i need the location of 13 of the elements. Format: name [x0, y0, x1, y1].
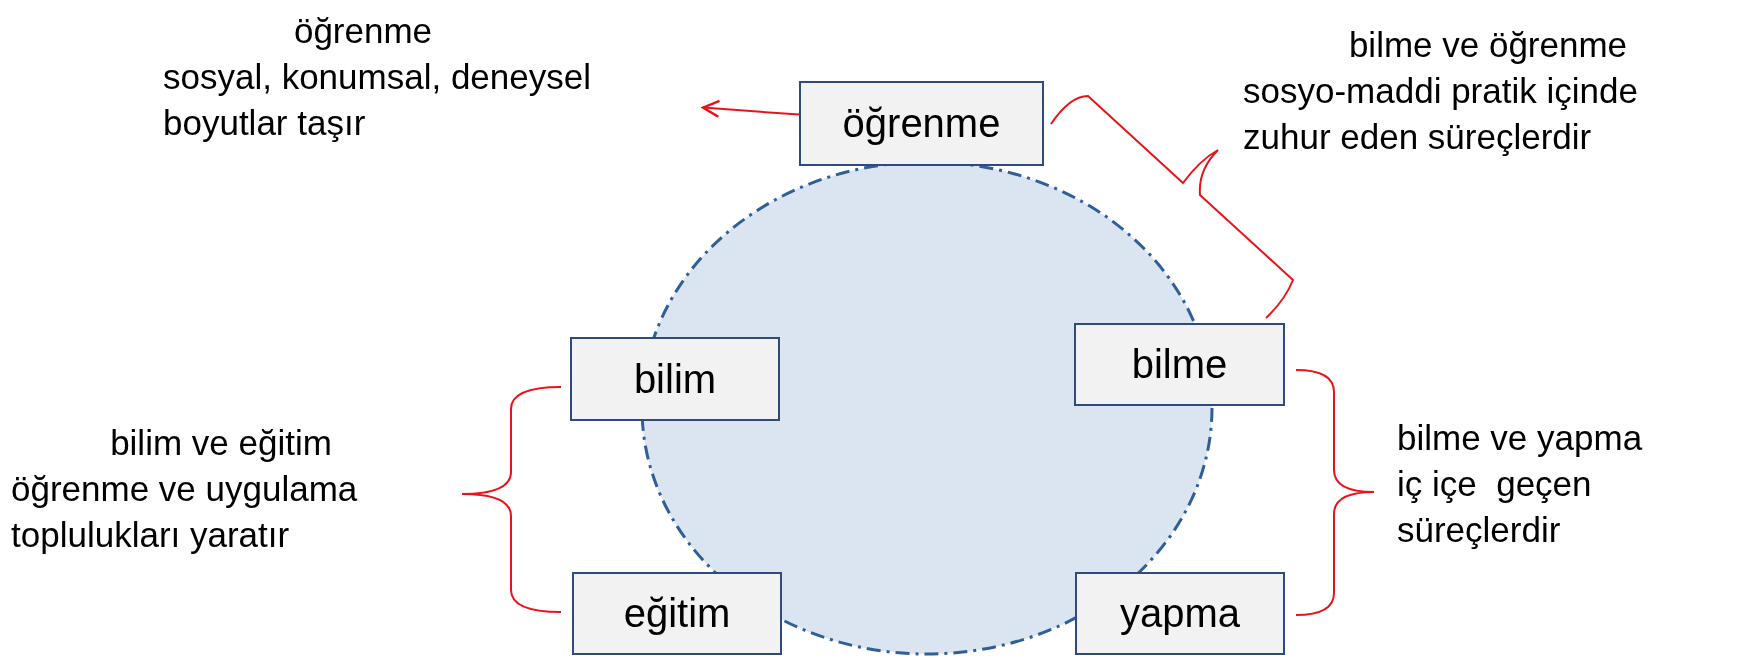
- text-box: öğrenme: [799, 81, 1044, 166]
- annotation-text: bilim ve eğitim: [109, 422, 333, 464]
- text-box: yapma: [1075, 572, 1285, 655]
- annotation-text: sosyal, konumsal, deneysel boyutlar taşır: [163, 56, 592, 144]
- annotation-text: sosyo-maddi pratik içinde zuhur eden süreçlerdir: [1243, 70, 1639, 158]
- annotation-text: öğrenme ve uygulama toplulukları yaratır: [11, 468, 359, 556]
- annotation-text: bilme ve öğrenme: [1347, 24, 1629, 66]
- text-box: bilme: [1074, 323, 1285, 406]
- text-box: bilim: [570, 337, 780, 421]
- text-box: eğitim: [572, 572, 782, 655]
- arrow: [701, 99, 800, 118]
- annotation-text: öğrenme: [292, 10, 434, 52]
- annotation-text: bilme ve yapma iç içe geçen süreçlerdir: [1397, 417, 1644, 551]
